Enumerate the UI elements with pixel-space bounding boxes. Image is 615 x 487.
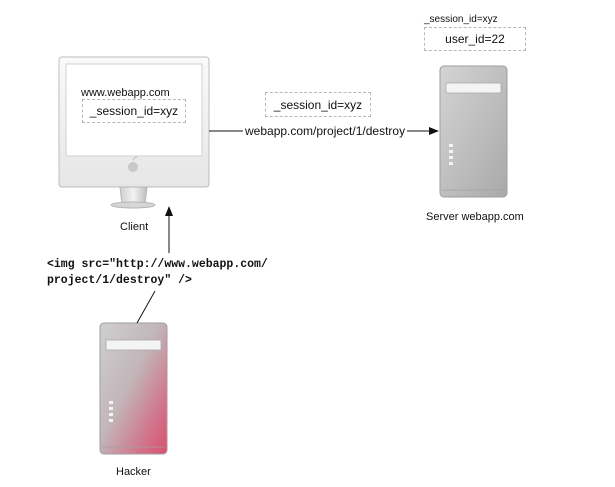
attack-code-line-1: <img src="http://www.webapp.com/ [47,258,268,271]
request-url-label: webapp.com/project/1/destroy [243,124,408,138]
server-session-key: _session_id=xyz [424,14,498,25]
hacker-connector [136,290,156,324]
client-caption: Client [120,221,149,233]
apple-logo-icon [128,156,138,172]
tower-server-icon [439,65,508,198]
browser-url-label: www.webapp.com [81,87,170,99]
server-caption: Server webapp.com [426,211,524,223]
imac-computer-icon [58,56,210,209]
hacker-tower-icon [99,322,168,455]
server-session-box: user_id=22 [424,27,526,51]
server-session-value: user_id=22 [445,32,505,46]
request-cookie-box: _session_id=xyz [265,92,371,117]
attack-code-line-2: project/1/destroy" /> [47,274,192,287]
request-cookie-text: _session_id=xyz [273,97,363,112]
hacker-caption: Hacker [116,466,151,478]
client-cookie-text: _session_id=xyz [89,104,179,118]
client-cookie-box: _session_id=xyz [82,99,186,123]
